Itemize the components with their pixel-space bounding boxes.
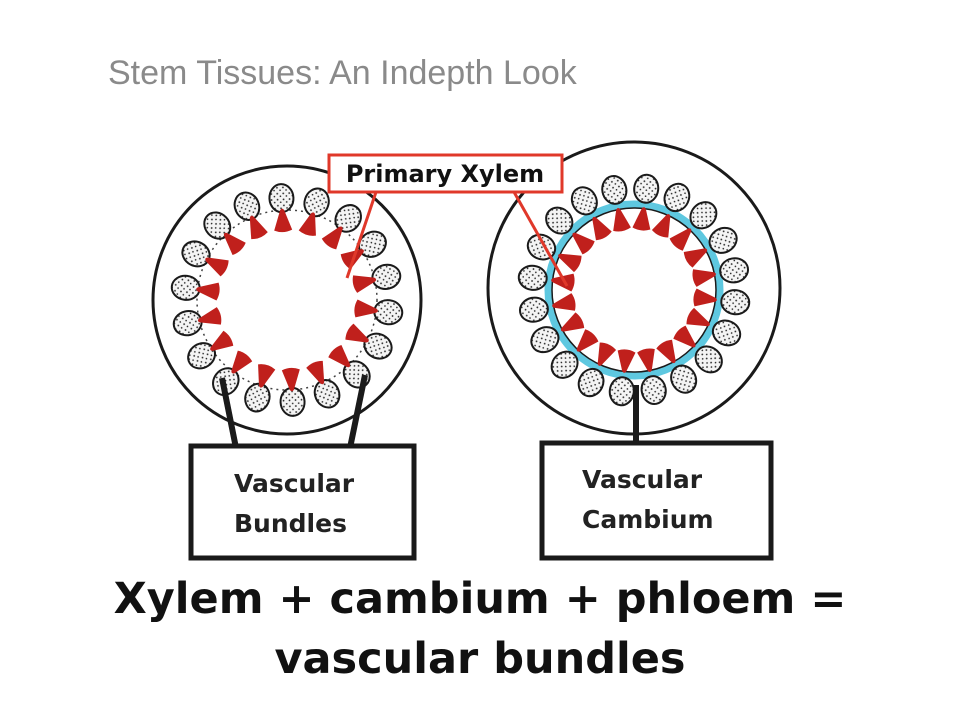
xylem-bundle xyxy=(683,248,708,268)
phloem-bundle xyxy=(570,186,598,216)
xylem-bundle xyxy=(656,339,676,364)
phloem-bundle xyxy=(719,257,750,284)
phloem-bundle xyxy=(640,375,667,406)
phloem-bundle xyxy=(670,364,698,394)
vascular-cambium-ring xyxy=(544,200,724,380)
xylem-bundle xyxy=(576,329,599,352)
xylem-bundle xyxy=(692,269,716,287)
vascular-cambium-label-line2: Cambium xyxy=(582,505,714,534)
cambium-inner-edge xyxy=(551,207,717,373)
xylem-bundle xyxy=(345,323,369,343)
xylem-bundle xyxy=(306,360,325,385)
xylem-bundle xyxy=(551,273,575,292)
phloem-bundle xyxy=(268,183,295,214)
xylem-bundle xyxy=(352,275,377,293)
xylem-bundle xyxy=(613,208,631,232)
xylem-pointer-right xyxy=(512,191,569,287)
phloem-bundle xyxy=(663,182,691,213)
xylem-bundle xyxy=(249,215,268,240)
xylem-bundle xyxy=(560,312,585,332)
xylem-bundle xyxy=(205,257,229,277)
xylem-bundle xyxy=(328,344,351,368)
xylem-bundle xyxy=(597,342,617,366)
xylem-bundle xyxy=(231,350,253,374)
phloem-bundle xyxy=(689,201,718,230)
phloem-bundle xyxy=(279,386,306,417)
phloem-bundle xyxy=(545,206,574,235)
phloem-bundle xyxy=(720,289,751,316)
left-vascular-bundle-ring xyxy=(170,183,404,417)
caption-line-2: vascular bundles xyxy=(274,634,686,684)
xylem-bundle xyxy=(210,330,234,351)
vascular-bundles-box xyxy=(188,443,417,561)
xylem-bundle xyxy=(632,207,651,231)
xylem-bundle xyxy=(274,208,293,233)
caption-line-1: Xylem + cambium + phloem = xyxy=(113,574,847,624)
right-stem xyxy=(486,140,782,436)
vascular-bundles-label-line1: Vascular xyxy=(234,469,355,498)
xylem-bundle xyxy=(281,367,300,392)
xylem-bundle xyxy=(693,288,717,307)
phloem-bundle xyxy=(711,319,742,347)
xylem-bundle xyxy=(552,293,576,311)
phloem-bundle xyxy=(577,367,605,398)
left-stem xyxy=(151,164,423,436)
xylem-pointer-left xyxy=(345,191,378,279)
phloem-bundle xyxy=(694,345,723,374)
xylem-bundle xyxy=(197,307,222,325)
phloem-bundle xyxy=(633,173,660,204)
phloem-bundle xyxy=(518,296,549,323)
left-connector-line-2 xyxy=(347,374,368,449)
xylem-bundle xyxy=(592,216,612,241)
xylem-bundle xyxy=(617,349,636,373)
primary-xylem-label: Primary Xylem xyxy=(346,160,544,188)
slide-title: Stem Tissues: An Indepth Look xyxy=(108,54,577,92)
xylem-bundle xyxy=(223,232,246,256)
phloem-bundle xyxy=(530,326,560,354)
phloem-bundle xyxy=(708,226,738,254)
vascular-bundles-label-line2: Bundles xyxy=(234,509,347,538)
xylem-bundle xyxy=(354,299,378,318)
xylem-bundle xyxy=(651,214,671,238)
xylem-bundle xyxy=(572,232,595,255)
xylem-bundle xyxy=(558,253,582,273)
vascular-cambium-box xyxy=(539,440,774,561)
bundle-ring-dotted-line xyxy=(196,209,378,391)
vascular-cambium-label-line1: Vascular xyxy=(582,465,703,494)
xylem-bundle xyxy=(321,226,343,250)
xylem-bundle xyxy=(298,212,316,236)
primary-xylem-callout-box xyxy=(327,153,564,194)
xylem-bundle xyxy=(196,282,220,301)
phloem-bundle xyxy=(550,350,579,379)
phloem-bundle xyxy=(601,174,628,205)
left-connector-line-1 xyxy=(219,377,239,449)
xylem-bundle xyxy=(258,364,276,388)
xylem-bundle xyxy=(669,228,692,251)
xylem-bundle xyxy=(673,325,696,348)
xylem-bundle xyxy=(686,307,710,327)
right-vascular-ring xyxy=(517,173,751,407)
phloem-bundle xyxy=(517,264,548,291)
xylem-bundle xyxy=(637,348,655,372)
